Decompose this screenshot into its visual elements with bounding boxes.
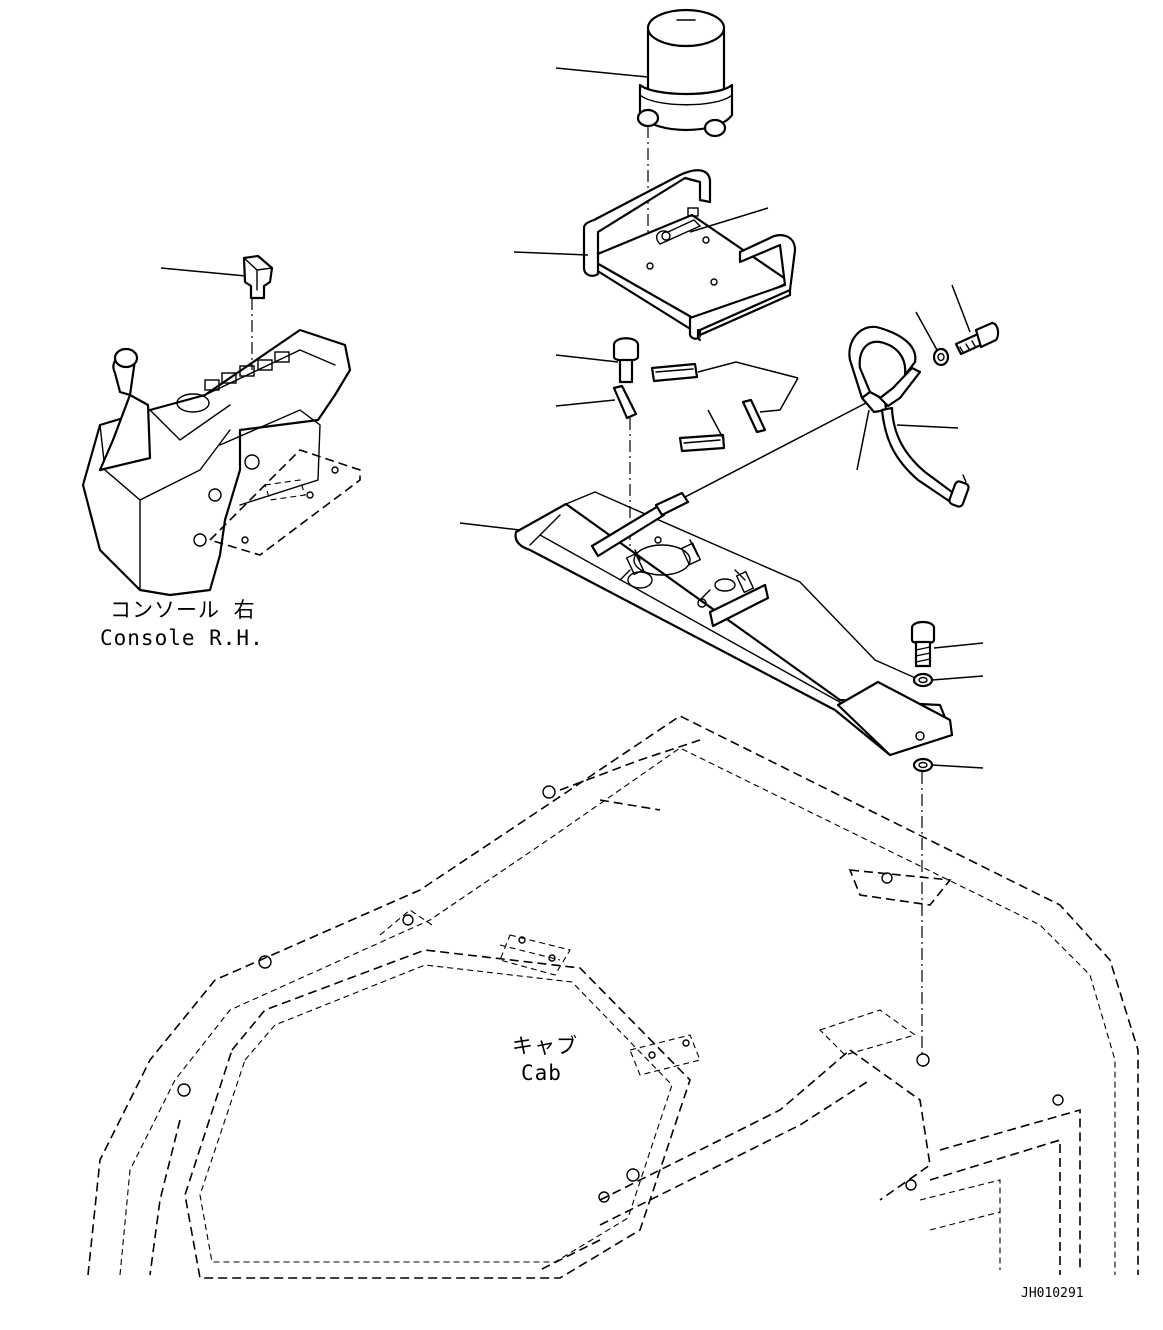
console-rh — [81, 254, 361, 597]
cab-roof — [87, 715, 1139, 1279]
console-label-en: Console R.H. — [100, 626, 264, 650]
cab-label-jp: キャブ — [512, 1034, 578, 1058]
rotating-beacon — [636, 8, 734, 240]
beacon-bracket — [582, 169, 797, 342]
console-label-jp: コンソール 右 — [110, 598, 256, 622]
leader-lines — [160, 67, 984, 769]
cab-label-en: Cab — [521, 1061, 562, 1085]
plate-bolt-washers — [910, 620, 936, 1055]
fasteners-clips — [612, 337, 767, 570]
drawing-code: JH010291 — [1021, 1286, 1084, 1301]
beacon-harness — [659, 321, 1000, 511]
mounting-plate — [514, 491, 954, 757]
